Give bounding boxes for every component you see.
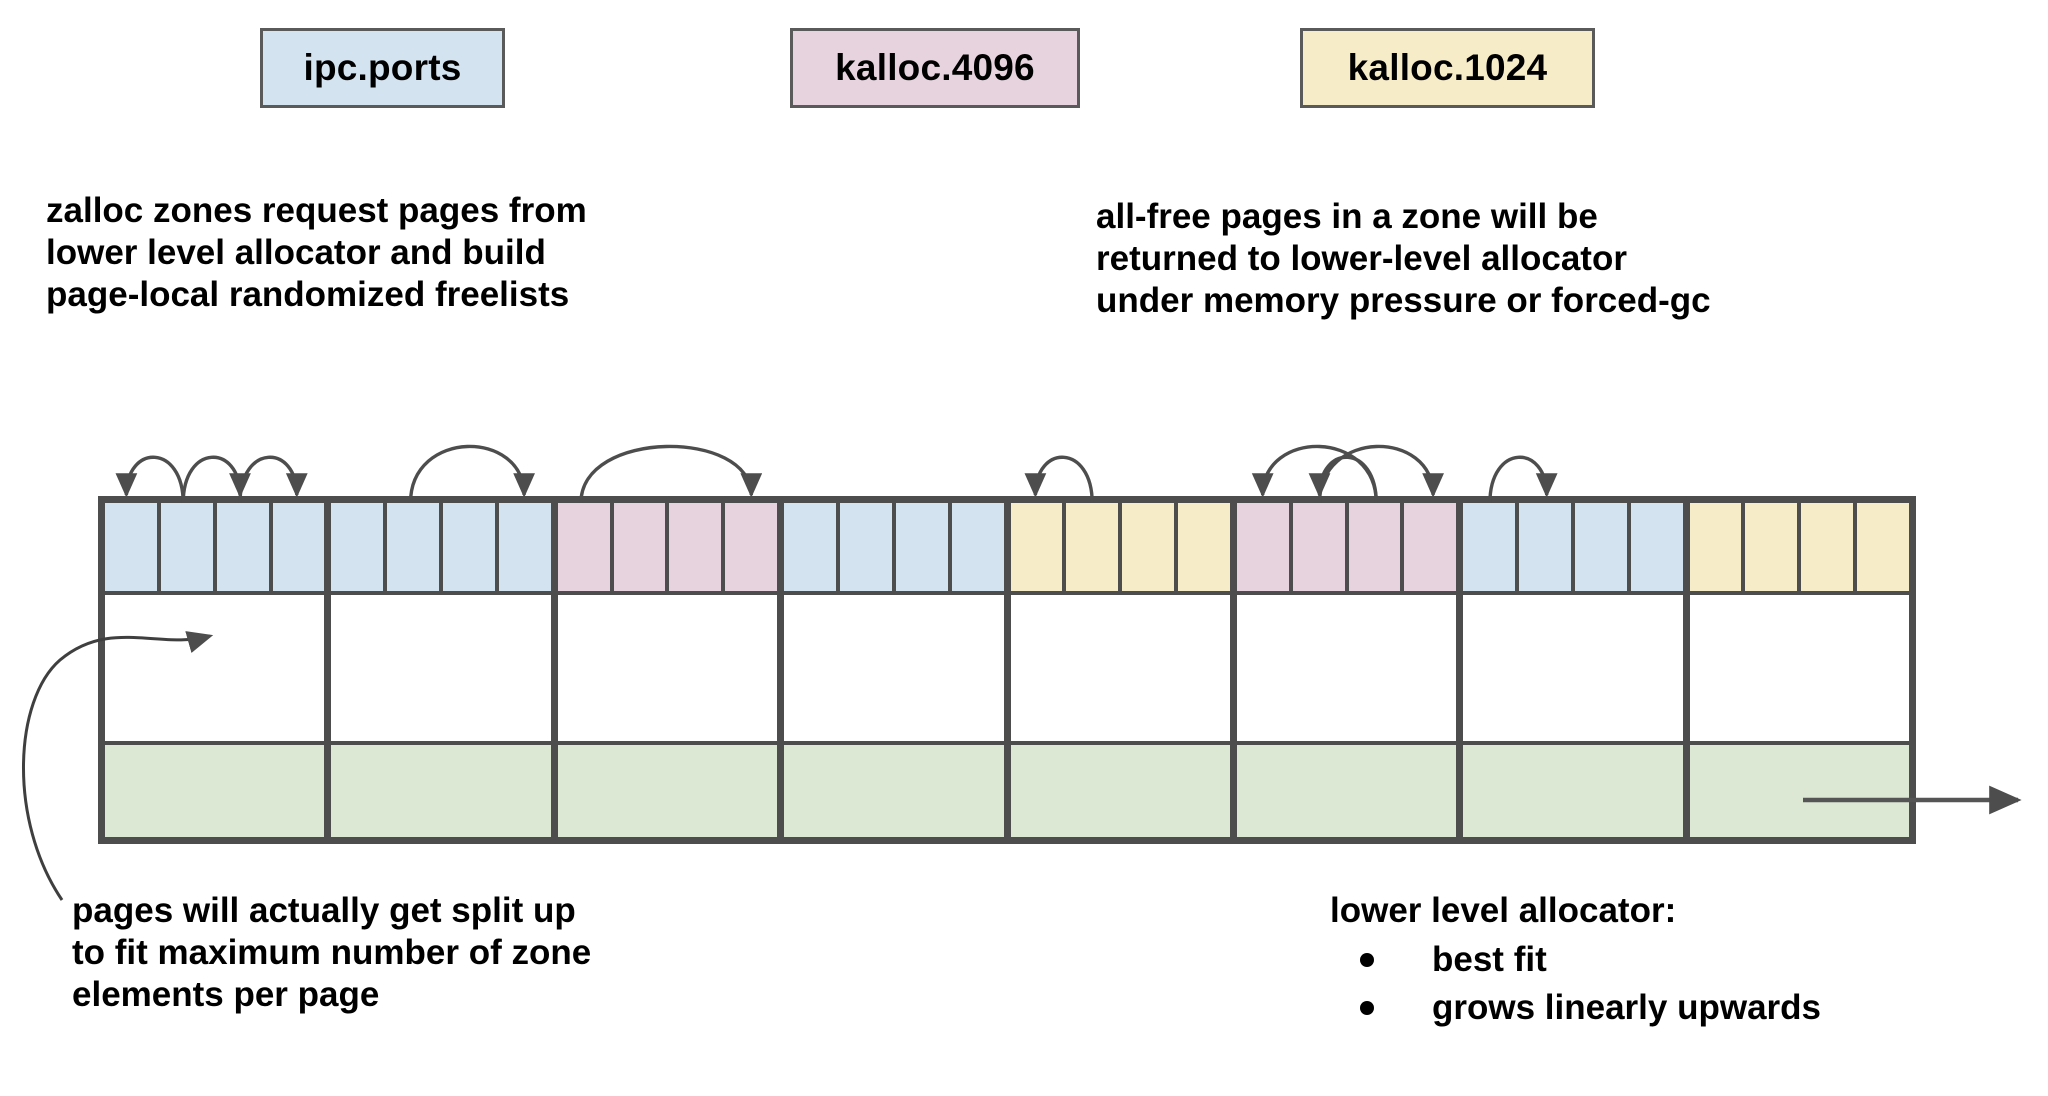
free-space-row <box>1463 595 1683 745</box>
zone-element-cell <box>1292 503 1349 591</box>
legend-chip-label: ipc.ports <box>303 47 462 88</box>
zone-element-cell <box>1122 503 1179 591</box>
memory-page-column <box>1689 503 1909 837</box>
zone-element-cell <box>498 503 551 591</box>
legend-chip-kalloc-1024: kalloc.1024 <box>1300 28 1595 108</box>
memory-map-grid <box>98 496 1916 844</box>
legend-chip-label: kalloc.1024 <box>1347 47 1548 88</box>
lower-allocator-row <box>1463 745 1683 837</box>
zone-element-cell <box>1066 503 1123 591</box>
lower-allocator-row <box>105 745 325 837</box>
freelist-arc-arrow <box>1317 444 1444 504</box>
note-all-free-pages-returned: all-free pages in a zone will be returne… <box>1096 197 1711 320</box>
note-pages-split-up: pages will actually get split up to fit … <box>72 891 592 1014</box>
memory-page-column <box>1010 503 1237 837</box>
zone-element-cell <box>1178 503 1230 591</box>
zone-element-cell <box>1236 503 1293 591</box>
bullet-dot-icon <box>1360 1001 1374 1015</box>
zone-element-cell <box>895 503 952 591</box>
zone-element-cell <box>1630 503 1683 591</box>
zone-element-cell <box>1010 503 1067 591</box>
zone-element-cell <box>1404 503 1457 591</box>
zone-element-cell <box>784 503 840 591</box>
zone-element-cell <box>1348 503 1405 591</box>
zone-element-row <box>1236 503 1457 595</box>
note-zalloc-zones-request-pages: zalloc zones request pages from lower le… <box>46 191 587 314</box>
freelist-arc-arrow <box>1251 444 1378 504</box>
bullet-dot-icon <box>1360 953 1374 967</box>
lower-allocator-row <box>557 745 778 837</box>
zone-element-row <box>784 503 1004 595</box>
lower-allocator-row <box>784 745 1004 837</box>
free-space-row <box>1689 595 1909 745</box>
lower-allocator-row <box>331 745 551 837</box>
allocator-bullet-label: grows linearly upwards <box>1432 988 1821 1027</box>
zone-element-cell <box>951 503 1004 591</box>
allocator-title: lower level allocator: <box>1330 891 1677 930</box>
lower-allocator-row <box>1689 745 1909 837</box>
free-space-row <box>784 595 1004 745</box>
memory-page-column <box>331 503 558 837</box>
zone-element-cell <box>160 503 217 591</box>
allocator-bullet-list: best fit grows linearly upwards <box>1330 936 1970 1032</box>
zone-element-cell <box>1689 503 1746 591</box>
zone-element-cell <box>1463 503 1520 591</box>
lower-level-allocator-block: lower level allocator: best fit grows li… <box>1330 890 1970 1032</box>
legend-chip-kalloc-4096: kalloc.4096 <box>790 28 1080 108</box>
lower-allocator-row <box>1010 745 1230 837</box>
memory-page-column <box>105 503 332 837</box>
list-item: grows linearly upwards <box>1330 984 1970 1032</box>
legend-chip-label: kalloc.4096 <box>835 47 1035 88</box>
zone-element-cell <box>1745 503 1802 591</box>
zone-element-cell <box>443 503 499 591</box>
zone-element-cell <box>839 503 896 591</box>
free-space-row <box>1010 595 1230 745</box>
zone-element-cell <box>1857 503 1909 591</box>
zone-element-cell <box>1801 503 1858 591</box>
memory-page-column <box>557 503 785 837</box>
zone-element-cell <box>272 503 325 591</box>
legend-chip-ipc-ports: ipc.ports <box>260 28 505 108</box>
zone-element-cell <box>725 503 778 591</box>
list-item: best fit <box>1330 936 1970 984</box>
zone-element-row <box>1689 503 1909 595</box>
zone-element-row <box>105 503 325 595</box>
free-space-row <box>105 595 325 745</box>
zone-element-cell <box>1574 503 1631 591</box>
zone-element-cell <box>669 503 726 591</box>
zone-element-row <box>1463 503 1683 595</box>
zone-element-cell <box>387 503 444 591</box>
zone-element-row <box>557 503 778 595</box>
zone-element-cell <box>613 503 670 591</box>
zone-element-row <box>331 503 551 595</box>
zone-element-cell <box>1519 503 1575 591</box>
zone-element-cell <box>557 503 614 591</box>
freelist-arc-arrow <box>408 444 535 504</box>
zone-element-cell <box>216 503 273 591</box>
free-space-row <box>557 595 778 745</box>
memory-page-column <box>1236 503 1464 837</box>
memory-page-column <box>784 503 1011 837</box>
free-space-row <box>331 595 551 745</box>
lower-allocator-row <box>1236 745 1457 837</box>
zone-element-cell <box>331 503 388 591</box>
allocator-bullet-label: best fit <box>1432 940 1547 979</box>
freelist-arc-arrow <box>579 444 763 504</box>
free-space-row <box>1236 595 1457 745</box>
zone-element-cell <box>105 503 161 591</box>
memory-page-column <box>1463 503 1690 837</box>
zone-element-row <box>1010 503 1230 595</box>
